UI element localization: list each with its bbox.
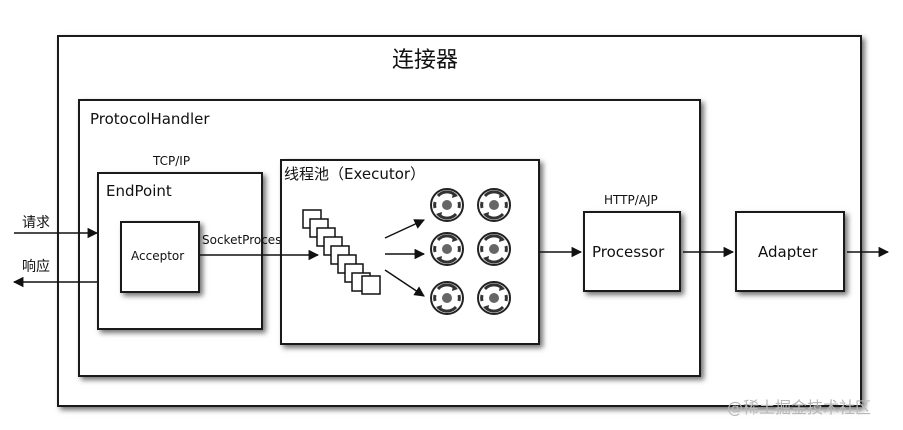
socket-queue-stack [302,209,381,295]
connector-title: 连接器 [392,48,459,73]
adapter-box [735,211,845,292]
processor-box [583,211,681,292]
acceptor-box [120,221,200,293]
thread-icon [429,187,465,223]
watermark: @稀土掘金技术社区 [727,398,872,417]
acceptor-label: Acceptor [131,249,185,263]
executor-label: 线程池（Executor） [284,165,426,183]
request-label: 请求 [22,215,50,231]
endpoint-label: EndPoint [106,182,172,200]
thread-icon [476,280,512,316]
thread-icon [476,187,512,223]
thread-icon [429,280,465,316]
protocol-handler-label: ProtocolHandler [90,110,210,128]
response-label: 响应 [22,259,50,275]
dispatch-arrow-top [384,219,425,239]
adapter-label: Adapter [758,243,818,261]
http-ajp-label: HTTP/AJP [604,193,658,207]
processor-label: Processor [592,243,665,261]
thread-icon [429,231,465,267]
tcp-ip-label: TCP/IP [153,154,191,168]
socket-processor-label: SocketProcessor [202,233,300,247]
dispatch-arrow-bottom [384,269,425,297]
thread-icon [476,231,512,267]
